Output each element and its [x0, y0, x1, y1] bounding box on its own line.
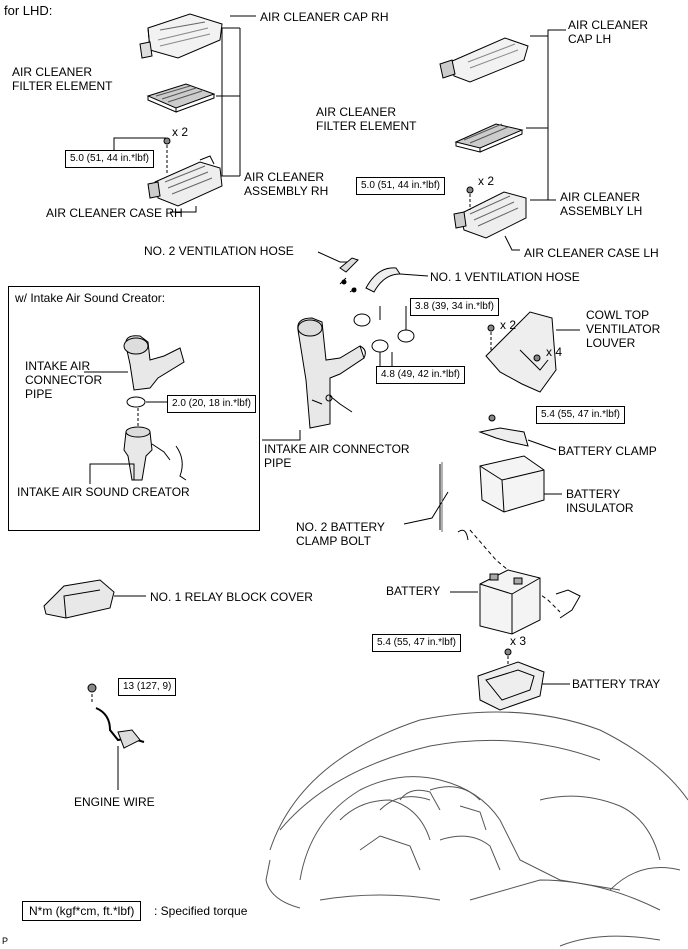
torque-clamp-lower: 4.8 (49, 42 in.*lbf) [376, 366, 465, 384]
battery-tray-drawing [477, 661, 570, 711]
intake-connector-pipe-drawing [297, 317, 366, 429]
engine-wire-drawing [87, 683, 145, 790]
label-intake-air-connector-pipe: INTAKE AIR CONNECTOR PIPE [264, 442, 410, 470]
variant-heading: for LHD: [4, 3, 53, 18]
inset-clamp [126, 396, 146, 408]
label-air-cleaner-case-lh: AIR CLEANER CASE LH [524, 246, 659, 260]
label-air-cleaner-cap-lh: AIR CLEANER CAP LH [568, 18, 649, 46]
cowl-louver-drawing [485, 311, 580, 393]
label-cowl-top-ventilator-louver: COWL TOP VENTILATOR LOUVER [586, 308, 661, 350]
label-no2-ventilation-hose: NO. 2 VENTILATION HOSE [144, 244, 294, 258]
label-battery-insulator: BATTERY INSULATOR [566, 487, 634, 515]
torque-case-lh: 5.0 (51, 44 in.*lbf) [356, 177, 445, 195]
label-air-cleaner-cap-rh: AIR CLEANER CAP RH [260, 10, 389, 24]
label-battery: BATTERY [386, 584, 441, 598]
label-intake-air-sound-creator: INTAKE AIR SOUND CREATOR [17, 485, 190, 499]
legend-torque-box: N*m (kgf*cm, ft.*lbf) [22, 901, 142, 921]
torque-engine-wire: 13 (127, 9) [118, 678, 177, 696]
label-battery-tray: BATTERY TRAY [572, 677, 661, 691]
torque-case-rh: 5.0 (51, 44 in.*lbf) [65, 150, 154, 168]
air-cleaner-filter-lh-drawing [454, 123, 524, 153]
footer-code: P [2, 936, 9, 946]
torque-battery-tray: 5.4 (55, 47 in.*lbf) [372, 634, 461, 652]
battery-clamp-drawing [478, 414, 557, 451]
multiplier-louver-clips: x 2 [500, 318, 517, 332]
rh-bolt [163, 137, 171, 145]
inset-title: w/ Intake Air Sound Creator: [15, 291, 166, 305]
multiplier-case-lh-bolts: x 2 [478, 174, 495, 188]
label-air-cleaner-assembly-lh: AIR CLEANER ASSEMBLY LH [560, 190, 643, 218]
multiplier-louver-bolts: x 4 [546, 345, 563, 359]
label-no1-ventilation-hose: NO. 1 VENTILATION HOSE [430, 270, 580, 284]
legend-text: : Specified torque [154, 904, 248, 918]
label-air-cleaner-assembly-rh: AIR CLEANER ASSEMBLY RH [244, 170, 329, 198]
engine-bay-drawing [265, 711, 688, 947]
label-air-cleaner-filter-element-lh: AIR CLEANER FILTER ELEMENT [316, 105, 417, 133]
sound-creator-drawing [89, 426, 187, 484]
air-cleaner-cap-lh-drawing [439, 37, 529, 83]
label-battery-clamp: BATTERY CLAMP [558, 444, 657, 458]
battery-drawing [450, 569, 581, 635]
air-cleaner-case-lh-drawing [453, 191, 527, 239]
sound-creator-inset: w/ Intake Air Sound Creator: INTAKE AIR … [8, 286, 260, 531]
label-engine-wire: ENGINE WIRE [74, 795, 155, 809]
air-cleaner-cap-rh-drawing [139, 13, 223, 59]
ventilation-hose-drawing [317, 251, 429, 293]
intake-pipe-clamps-drawing [353, 313, 415, 353]
label-air-cleaner-filter-element-rh: AIR CLEANER FILTER ELEMENT [12, 65, 113, 93]
inset-connector-pipe-drawing [84, 335, 185, 391]
multiplier-tray-bolts: x 3 [510, 634, 527, 648]
air-cleaner-case-rh-drawing [147, 155, 223, 207]
relay-block-cover-drawing [43, 579, 146, 619]
air-cleaner-filter-rh-drawing [146, 83, 216, 113]
torque-inset-clamp: 2.0 (20, 18 in.*lbf) [167, 395, 256, 413]
label-no1-relay-block-cover: NO. 1 RELAY BLOCK COVER [150, 590, 313, 604]
label-no2-battery-clamp-bolt: NO. 2 BATTERY CLAMP BOLT [296, 520, 385, 548]
label-inset-intake-air-connector-pipe: INTAKE AIR CONNECTOR PIPE [25, 359, 103, 401]
battery-insulator-drawing [479, 455, 562, 513]
multiplier-case-rh-bolts: x 2 [172, 125, 189, 139]
torque-clamp-upper: 3.8 (39, 34 in.*lbf) [410, 298, 499, 316]
clamp-bolt-drawing [403, 462, 449, 532]
lh-bolt [466, 186, 474, 194]
torque-battery-clamp: 5.4 (55, 47 in.*lbf) [536, 406, 625, 424]
label-air-cleaner-case-rh: AIR CLEANER CASE RH [46, 206, 183, 220]
